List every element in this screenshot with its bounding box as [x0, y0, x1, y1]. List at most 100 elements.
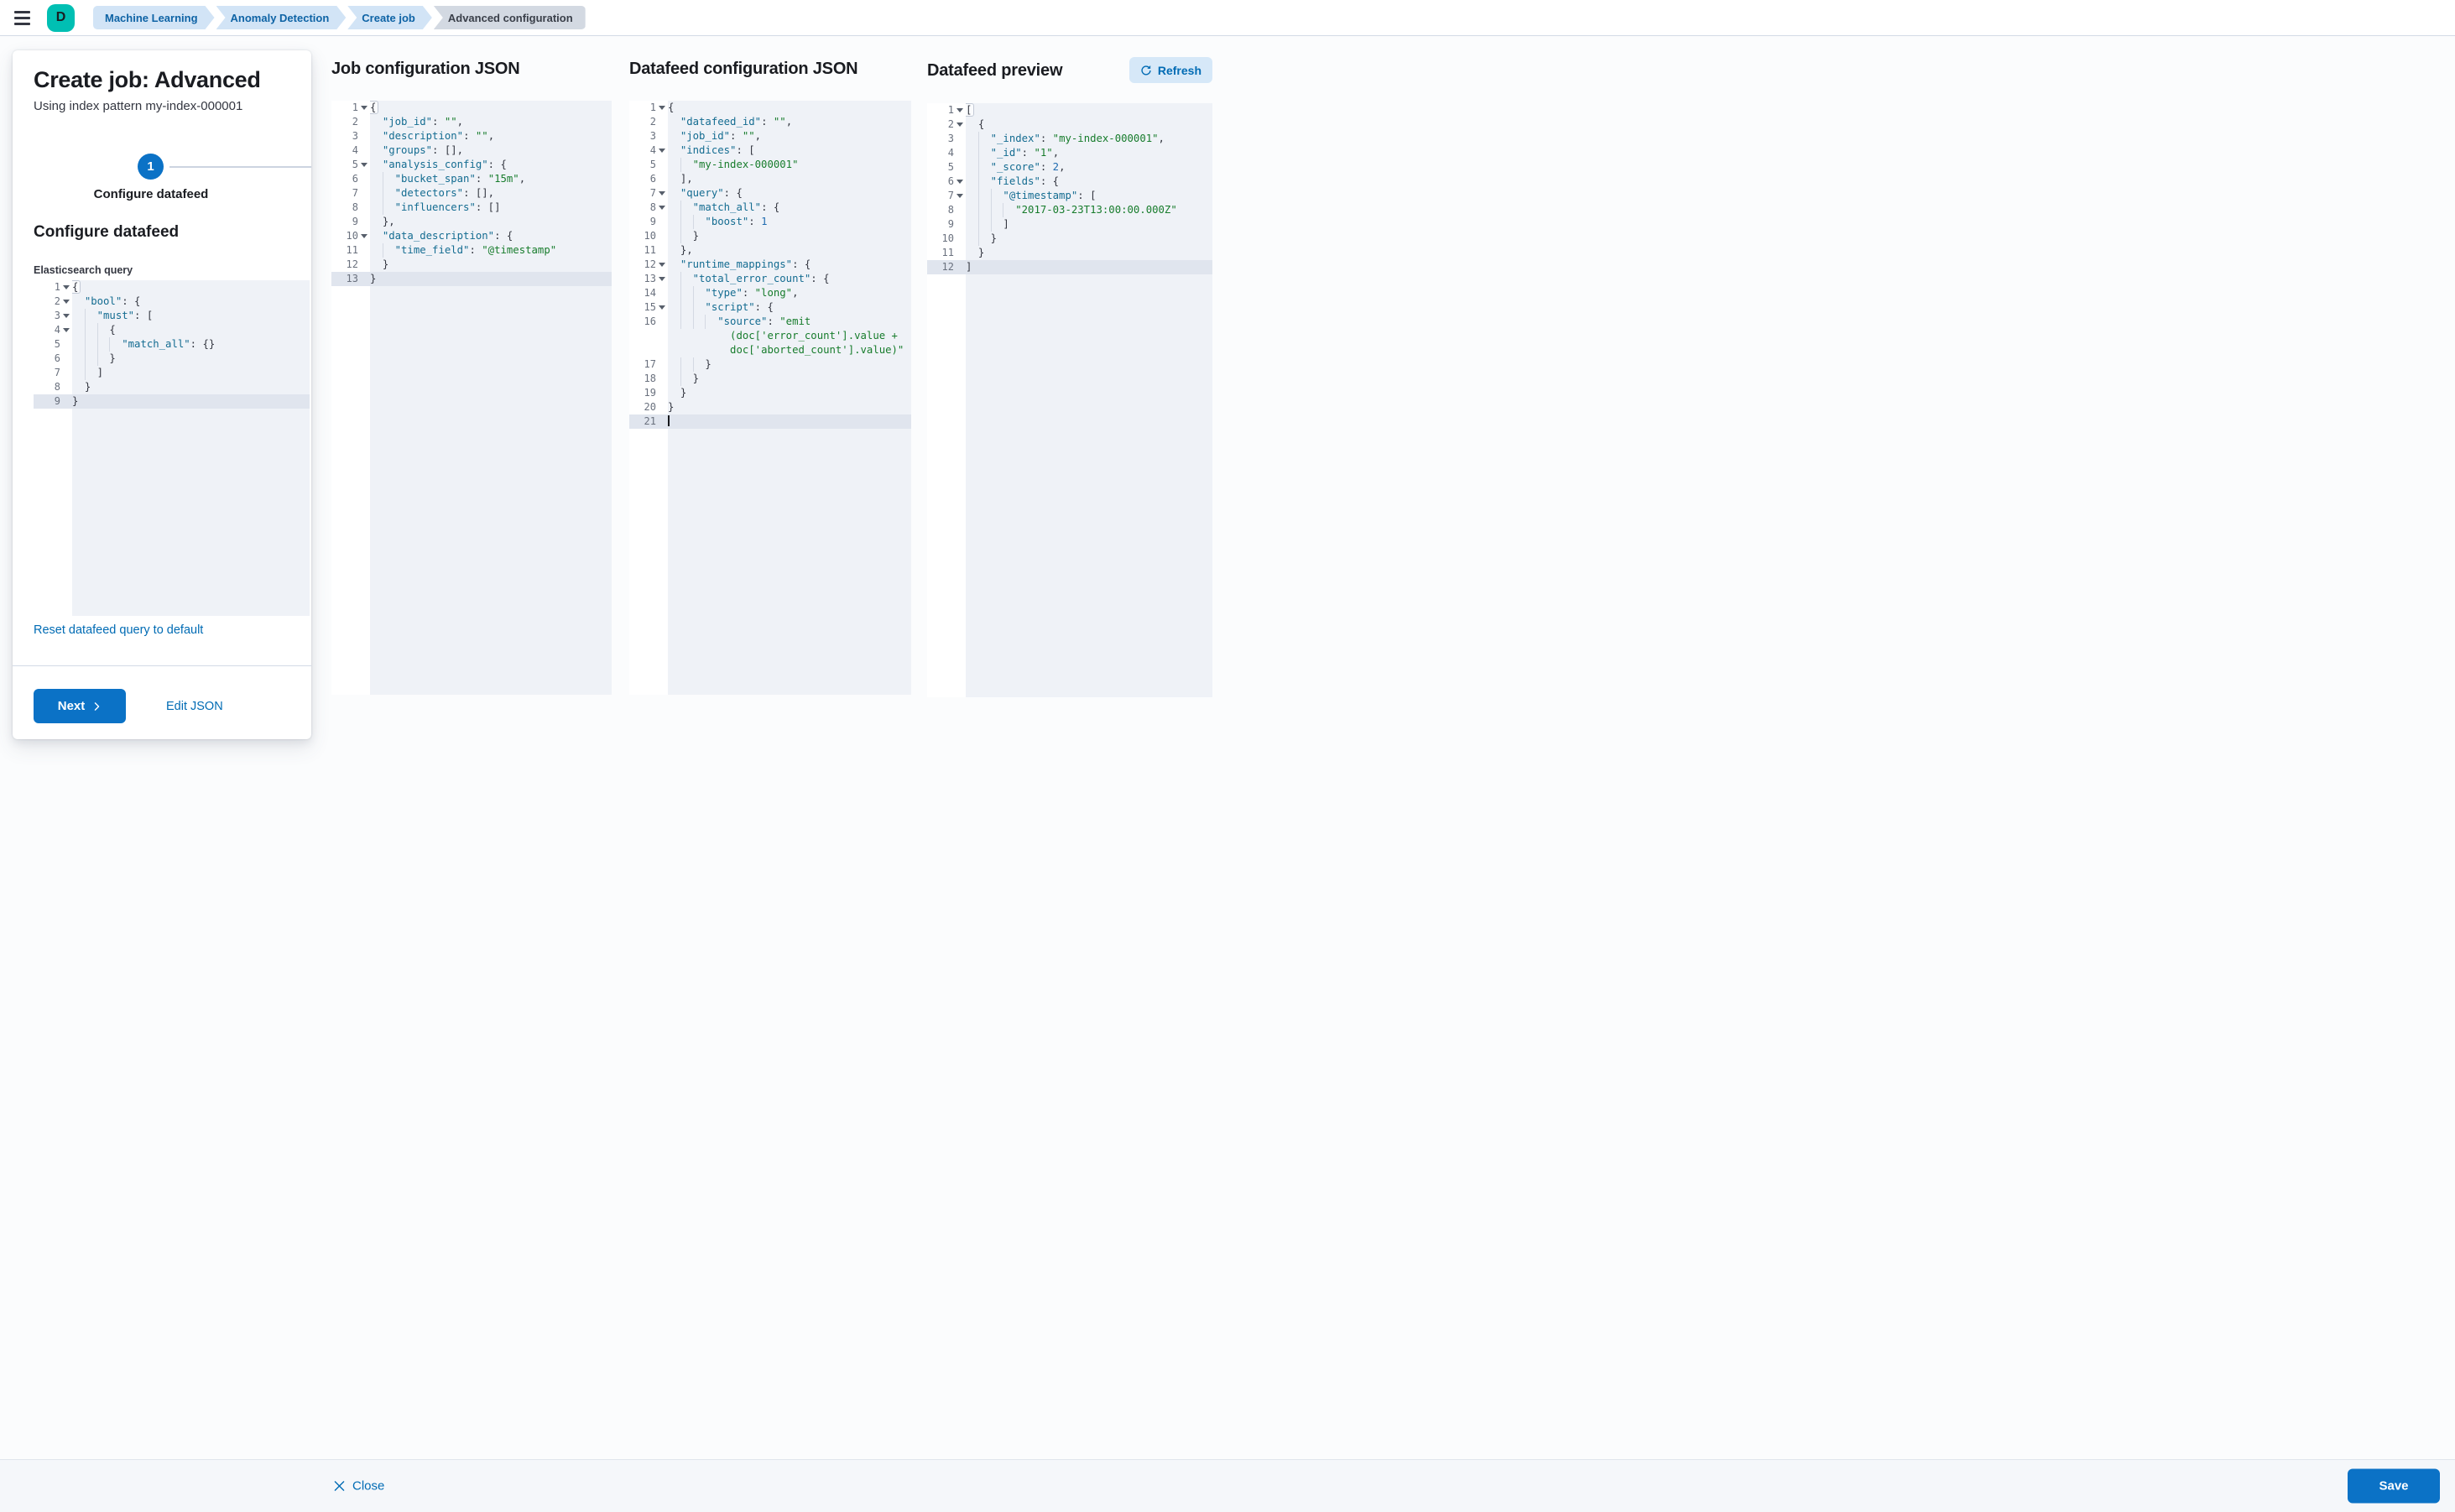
- code-line[interactable]: 12 }: [331, 258, 612, 272]
- code-line[interactable]: 10 }: [629, 229, 911, 243]
- code-line[interactable]: 13 "total_error_count": {: [629, 272, 911, 286]
- job-config-json-editor[interactable]: 1{2 "job_id": "",3 "description": "",4 "…: [331, 101, 612, 695]
- code-line[interactable]: 4 "indices": [: [629, 143, 911, 158]
- breadcrumb-item[interactable]: Machine Learning: [93, 6, 215, 29]
- code-line[interactable]: (doc['error_count'].value +: [629, 329, 911, 343]
- fold-arrow-icon[interactable]: [659, 106, 665, 110]
- code-line[interactable]: 8 "2017-03-23T13:00:00.000Z": [927, 203, 1212, 217]
- code-line[interactable]: 2 "bool": {: [34, 295, 310, 309]
- code-line[interactable]: 20}: [629, 400, 911, 414]
- step-connector-line: [169, 165, 311, 168]
- fold-arrow-icon[interactable]: [63, 328, 70, 332]
- next-button[interactable]: Next: [34, 689, 126, 723]
- code-line[interactable]: 7 ]: [34, 366, 310, 380]
- fold-arrow-icon[interactable]: [956, 194, 963, 198]
- code-line[interactable]: 7 "query": {: [629, 186, 911, 201]
- code-line[interactable]: 1{: [34, 280, 310, 295]
- breadcrumb-item[interactable]: Anomaly Detection: [216, 6, 347, 29]
- fold-arrow-icon[interactable]: [63, 300, 70, 304]
- code-line[interactable]: 2 "job_id": "",: [331, 115, 612, 129]
- menu-button[interactable]: [5, 1, 39, 34]
- code-line[interactable]: 10 "data_description": {: [331, 229, 612, 243]
- code-line[interactable]: 6 ],: [629, 172, 911, 186]
- gutter: 8: [34, 380, 72, 394]
- elasticsearch-query-editor[interactable]: 1{2 "bool": {3 "must": [4 {5 "match_all"…: [34, 280, 310, 616]
- code-line[interactable]: 4 "_id": "1",: [927, 146, 1212, 160]
- fold-arrow-icon[interactable]: [956, 180, 963, 184]
- fold-arrow-icon[interactable]: [361, 163, 367, 167]
- code-line[interactable]: 8 }: [34, 380, 310, 394]
- fold-arrow-icon[interactable]: [659, 191, 665, 196]
- code-line[interactable]: 6 }: [34, 352, 310, 366]
- code-line[interactable]: 6 "fields": {: [927, 175, 1212, 189]
- fold-arrow-icon[interactable]: [361, 234, 367, 238]
- fold-arrow-icon[interactable]: [63, 285, 70, 289]
- code-line[interactable]: 12 "runtime_mappings": {: [629, 258, 911, 272]
- code-line[interactable]: 3 "description": "",: [331, 129, 612, 143]
- fold-arrow-icon[interactable]: [659, 206, 665, 210]
- code-line[interactable]: 8 "influencers": []: [331, 201, 612, 215]
- code-line[interactable]: 1{: [629, 101, 911, 115]
- code-line[interactable]: 1[: [927, 103, 1212, 117]
- code-line[interactable]: 18 }: [629, 372, 911, 386]
- code-line[interactable]: 17 }: [629, 357, 911, 372]
- code-line[interactable]: 3 "must": [: [34, 309, 310, 323]
- code-line[interactable]: 12]: [927, 260, 1212, 274]
- datafeed-preview-editor[interactable]: 1[2 {3 "_index": "my-index-000001",4 "_i…: [927, 103, 1212, 697]
- code-line[interactable]: 13}: [331, 272, 612, 286]
- code-line[interactable]: 21: [629, 414, 911, 429]
- code-line[interactable]: 5 "match_all": {}: [34, 337, 310, 352]
- user-avatar[interactable]: D: [47, 3, 75, 32]
- gutter: 6: [927, 175, 966, 189]
- code-line[interactable]: 3 "job_id": "",: [629, 129, 911, 143]
- code-line[interactable]: 14 "type": "long",: [629, 286, 911, 300]
- indent-guide: [84, 352, 86, 366]
- code-line[interactable]: doc['aborted_count'].value)": [629, 343, 911, 357]
- breadcrumb-item[interactable]: Create job: [347, 6, 432, 29]
- datafeed-config-json-editor[interactable]: 1{2 "datafeed_id": "",3 "job_id": "",4 "…: [629, 101, 911, 695]
- code-line[interactable]: 2 "datafeed_id": "",: [629, 115, 911, 129]
- code-line[interactable]: 3 "_index": "my-index-000001",: [927, 132, 1212, 146]
- code-line[interactable]: 7 "@timestamp": [: [927, 189, 1212, 203]
- fold-arrow-icon[interactable]: [956, 108, 963, 112]
- gutter: 8: [629, 201, 668, 215]
- indent-guide: [680, 272, 681, 286]
- line-number: 1: [352, 102, 358, 113]
- code-line[interactable]: 4 {: [34, 323, 310, 337]
- create-job-flyout: Create job: Advanced Using index pattern…: [13, 50, 311, 739]
- code-line[interactable]: 9 },: [331, 215, 612, 229]
- code-line[interactable]: 8 "match_all": {: [629, 201, 911, 215]
- gutter: 5: [927, 160, 966, 175]
- code-line[interactable]: 11 }: [927, 246, 1212, 260]
- fold-arrow-icon[interactable]: [361, 106, 367, 110]
- code-line[interactable]: 1{: [331, 101, 612, 115]
- fold-arrow-icon[interactable]: [659, 305, 665, 310]
- code-line[interactable]: 9 ]: [927, 217, 1212, 232]
- code-line[interactable]: 19 }: [629, 386, 911, 400]
- code-line[interactable]: 9}: [34, 394, 310, 409]
- code-line[interactable]: 7 "detectors": [],: [331, 186, 612, 201]
- code-line[interactable]: 9 "boost": 1: [629, 215, 911, 229]
- fold-arrow-icon[interactable]: [659, 149, 665, 153]
- code-line[interactable]: 5 "_score": 2,: [927, 160, 1212, 175]
- code-line[interactable]: 11 "time_field": "@timestamp": [331, 243, 612, 258]
- code-line[interactable]: 11 },: [629, 243, 911, 258]
- code-line[interactable]: 5 "analysis_config": {: [331, 158, 612, 172]
- code-line[interactable]: 16 "source": "emit: [629, 315, 911, 329]
- fold-arrow-icon[interactable]: [659, 263, 665, 267]
- save-button[interactable]: Save: [2348, 1468, 2440, 1504]
- code-line[interactable]: 6 "bucket_span": "15m",: [331, 172, 612, 186]
- code-line[interactable]: 2 {: [927, 117, 1212, 132]
- code-line[interactable]: 5 "my-index-000001": [629, 158, 911, 172]
- fold-arrow-icon[interactable]: [659, 277, 665, 281]
- fold-arrow-icon[interactable]: [956, 123, 963, 127]
- fold-arrow-icon[interactable]: [63, 314, 70, 318]
- reset-datafeed-query-link[interactable]: Reset datafeed query to default: [34, 623, 204, 637]
- close-button[interactable]: Close: [334, 1479, 384, 1494]
- code-line[interactable]: 10 }: [927, 232, 1212, 246]
- code-line[interactable]: 4 "groups": [],: [331, 143, 612, 158]
- edit-json-link[interactable]: Edit JSON: [166, 699, 223, 713]
- step-1-indicator[interactable]: 1: [138, 154, 164, 180]
- refresh-button[interactable]: Refresh: [1128, 57, 1212, 83]
- code-line[interactable]: 15 "script": {: [629, 300, 911, 315]
